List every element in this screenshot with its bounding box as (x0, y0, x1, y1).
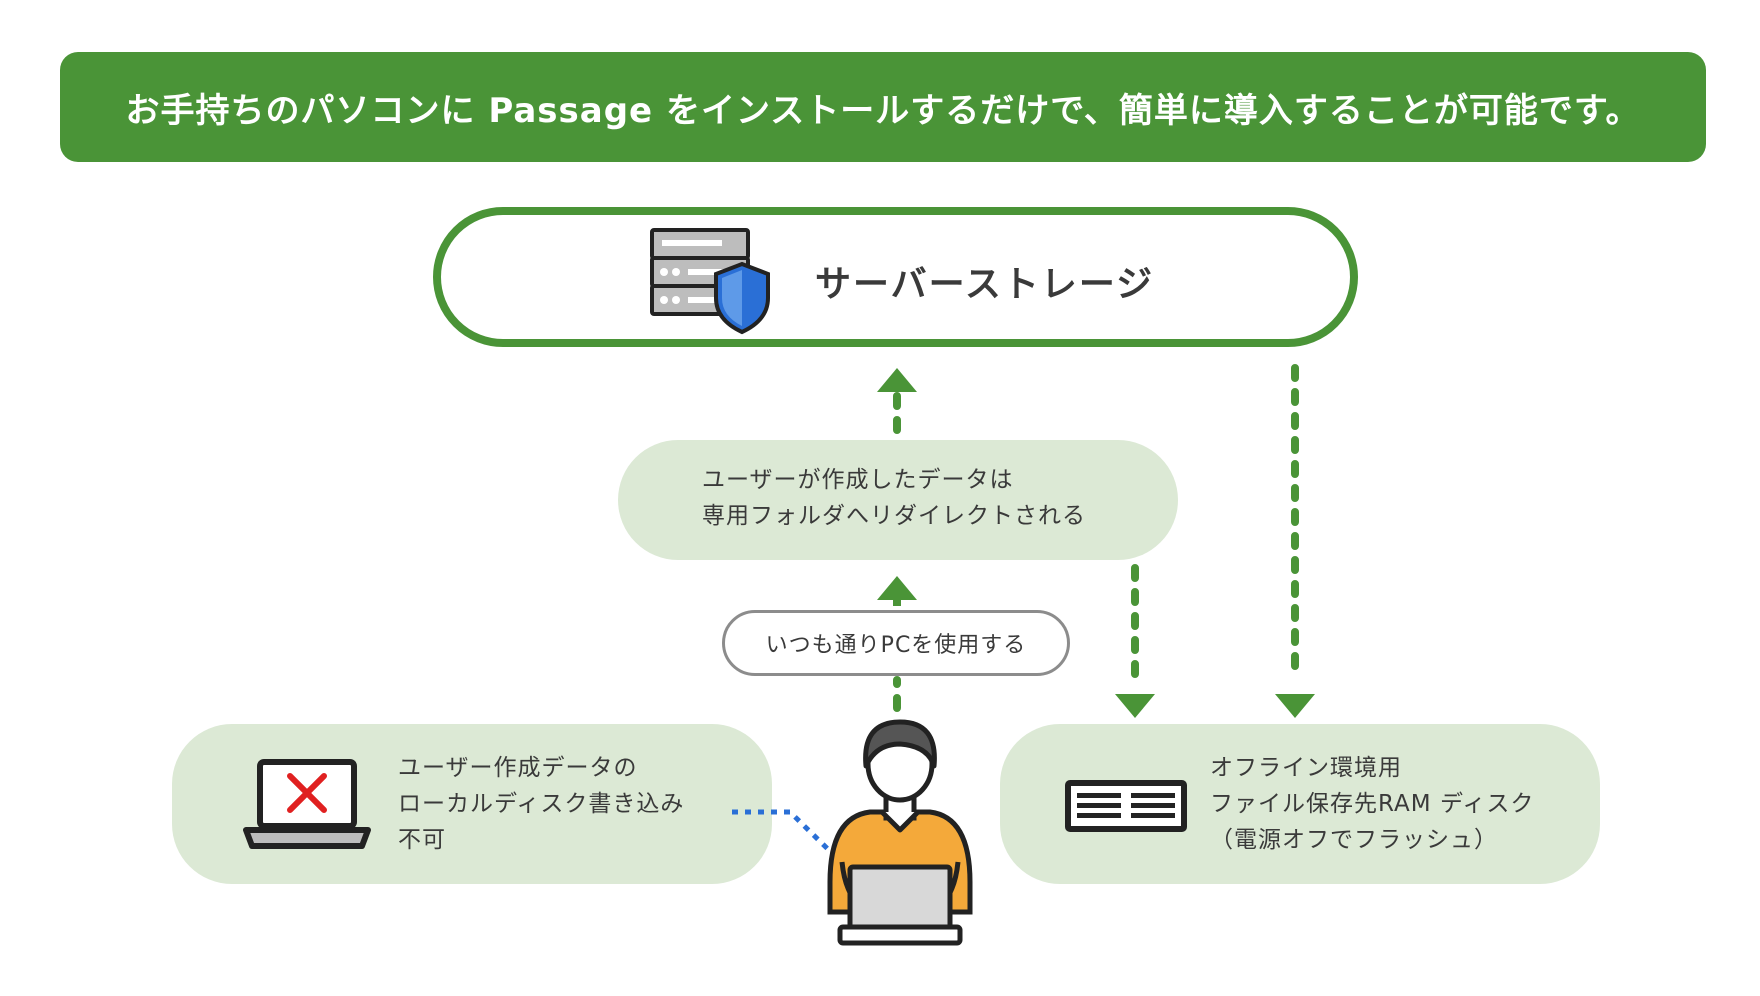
laptop-x-icon (243, 759, 371, 849)
ram-disk-text: オフライン環境用 ファイル保存先RAM ディスク （電源オフでフラッシュ） (1210, 750, 1534, 858)
server-icon (650, 228, 770, 335)
ram-line-1: オフライン環境用 (1210, 755, 1402, 781)
arrow-down-head-ram-left (1115, 694, 1155, 718)
ram-line-2: ファイル保存先RAM ディスク (1210, 791, 1535, 817)
arrow-down-head-ram-right (1275, 694, 1315, 718)
redirect-line-2: 専用フォルダへリダイレクトされる (702, 503, 1086, 529)
banner-text: お手持ちのパソコンに Passage をインストールするだけで、簡単に導入するこ… (125, 90, 1641, 131)
local-line-3: 不可 (398, 827, 446, 853)
header-banner: お手持ちのパソコンに Passage をインストールするだけで、簡単に導入するこ… (60, 52, 1706, 162)
ram-disk-icon (1065, 780, 1187, 832)
local-line-1: ユーザー作成データの (398, 755, 638, 781)
redirect-info-text: ユーザーが作成したデータは 専用フォルダへリダイレクトされる (702, 462, 1086, 534)
arrow-up-head-server (877, 368, 917, 392)
arrow-up-head-redirect (877, 576, 917, 600)
shield-icon (714, 261, 770, 335)
usage-text: いつも通りPCを使用する (765, 633, 1027, 658)
local-disk-text: ユーザー作成データの ローカルディスク書き込み 不可 (398, 750, 684, 858)
user-icon (827, 719, 973, 946)
local-line-2: ローカルディスク書き込み (398, 791, 685, 817)
server-storage-title: サーバーストレージ (815, 264, 1155, 305)
redirect-info-box (618, 440, 1178, 560)
ram-line-3: （電源オフでフラッシュ） (1210, 827, 1498, 853)
usage-pill: いつも通りPCを使用する (722, 610, 1070, 676)
server-storage-box (433, 207, 1358, 347)
redirect-line-1: ユーザーが作成したデータは (702, 467, 1014, 493)
